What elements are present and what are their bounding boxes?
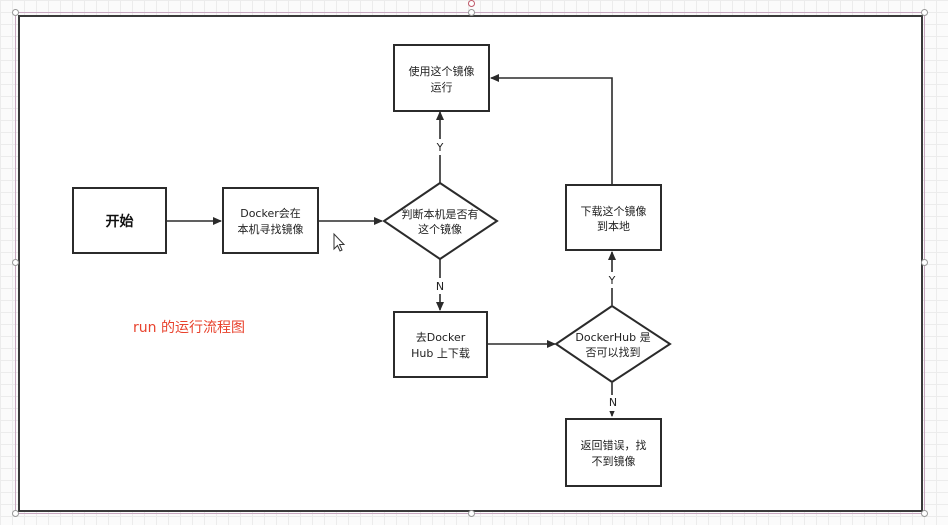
node-goto-hub-line1: 去Docker [416,331,466,344]
node-docker-find-line1: Docker会在 [240,207,301,220]
edge-label-hub-yes: Y [608,274,616,287]
edge-label-bg [605,272,619,288]
mouse-cursor-icon [333,232,346,252]
node-docker-find[interactable]: Docker会在 本机寻找镜像 [222,187,319,254]
node-goto-hub-line2: Hub 上下载 [411,347,470,360]
resize-handle-right[interactable] [921,259,928,266]
resize-handle-top-right[interactable] [921,9,928,16]
node-docker-find-line2: 本机寻找镜像 [238,222,304,236]
node-use-run-line1: 使用这个镜像 [409,64,475,78]
diagram-note[interactable]: run 的运行流程图 [133,320,245,336]
node-download-line2: 到本地 [597,219,630,233]
edge-label-bg [605,395,619,411]
node-use-run[interactable]: 使用这个镜像 运行 [393,44,490,112]
resize-handle-bottom-right[interactable] [921,510,928,517]
node-download-line1: 下载这个镜像 [581,204,647,218]
edge-label-local-no: N [436,280,444,293]
resize-handle-bottom-left[interactable] [12,510,19,517]
node-decision-hub-line2: 否可以找到 [586,345,641,359]
node-decision-hub[interactable]: DockerHub 是 否可以找到 [554,304,672,384]
node-decision-hub-line1: DockerHub 是 [575,331,650,344]
node-error[interactable]: 返回错误，找 不到镜像 [565,418,662,487]
resize-handle-top-left[interactable] [12,9,19,16]
node-start[interactable]: 开始 [72,187,167,254]
node-download[interactable]: 下载这个镜像 到本地 [565,184,662,251]
edge-label-hub-no: N [609,396,617,409]
node-decision-local-line1: 判断本机是否有 [402,207,479,221]
node-start-label: 开始 [106,213,134,230]
edge-download-to-run[interactable] [490,74,613,184]
rotate-handle[interactable] [468,0,475,7]
edge-label-local-yes: Y [436,141,444,154]
resize-handle-bottom[interactable] [468,510,475,517]
node-goto-hub[interactable]: 去Docker Hub 上下载 [393,311,488,378]
node-error-line2: 不到镜像 [592,454,636,468]
node-error-line1: 返回错误，找 [581,438,647,452]
edge-label-bg [433,278,447,294]
node-decision-local[interactable]: 判断本机是否有 这个镜像 [382,181,499,261]
node-decision-local-line2: 这个镜像 [418,222,462,236]
edge-label-bg [433,139,447,155]
resize-handle-left[interactable] [12,259,19,266]
node-use-run-line2: 运行 [431,81,453,94]
resize-handle-top[interactable] [468,9,475,16]
